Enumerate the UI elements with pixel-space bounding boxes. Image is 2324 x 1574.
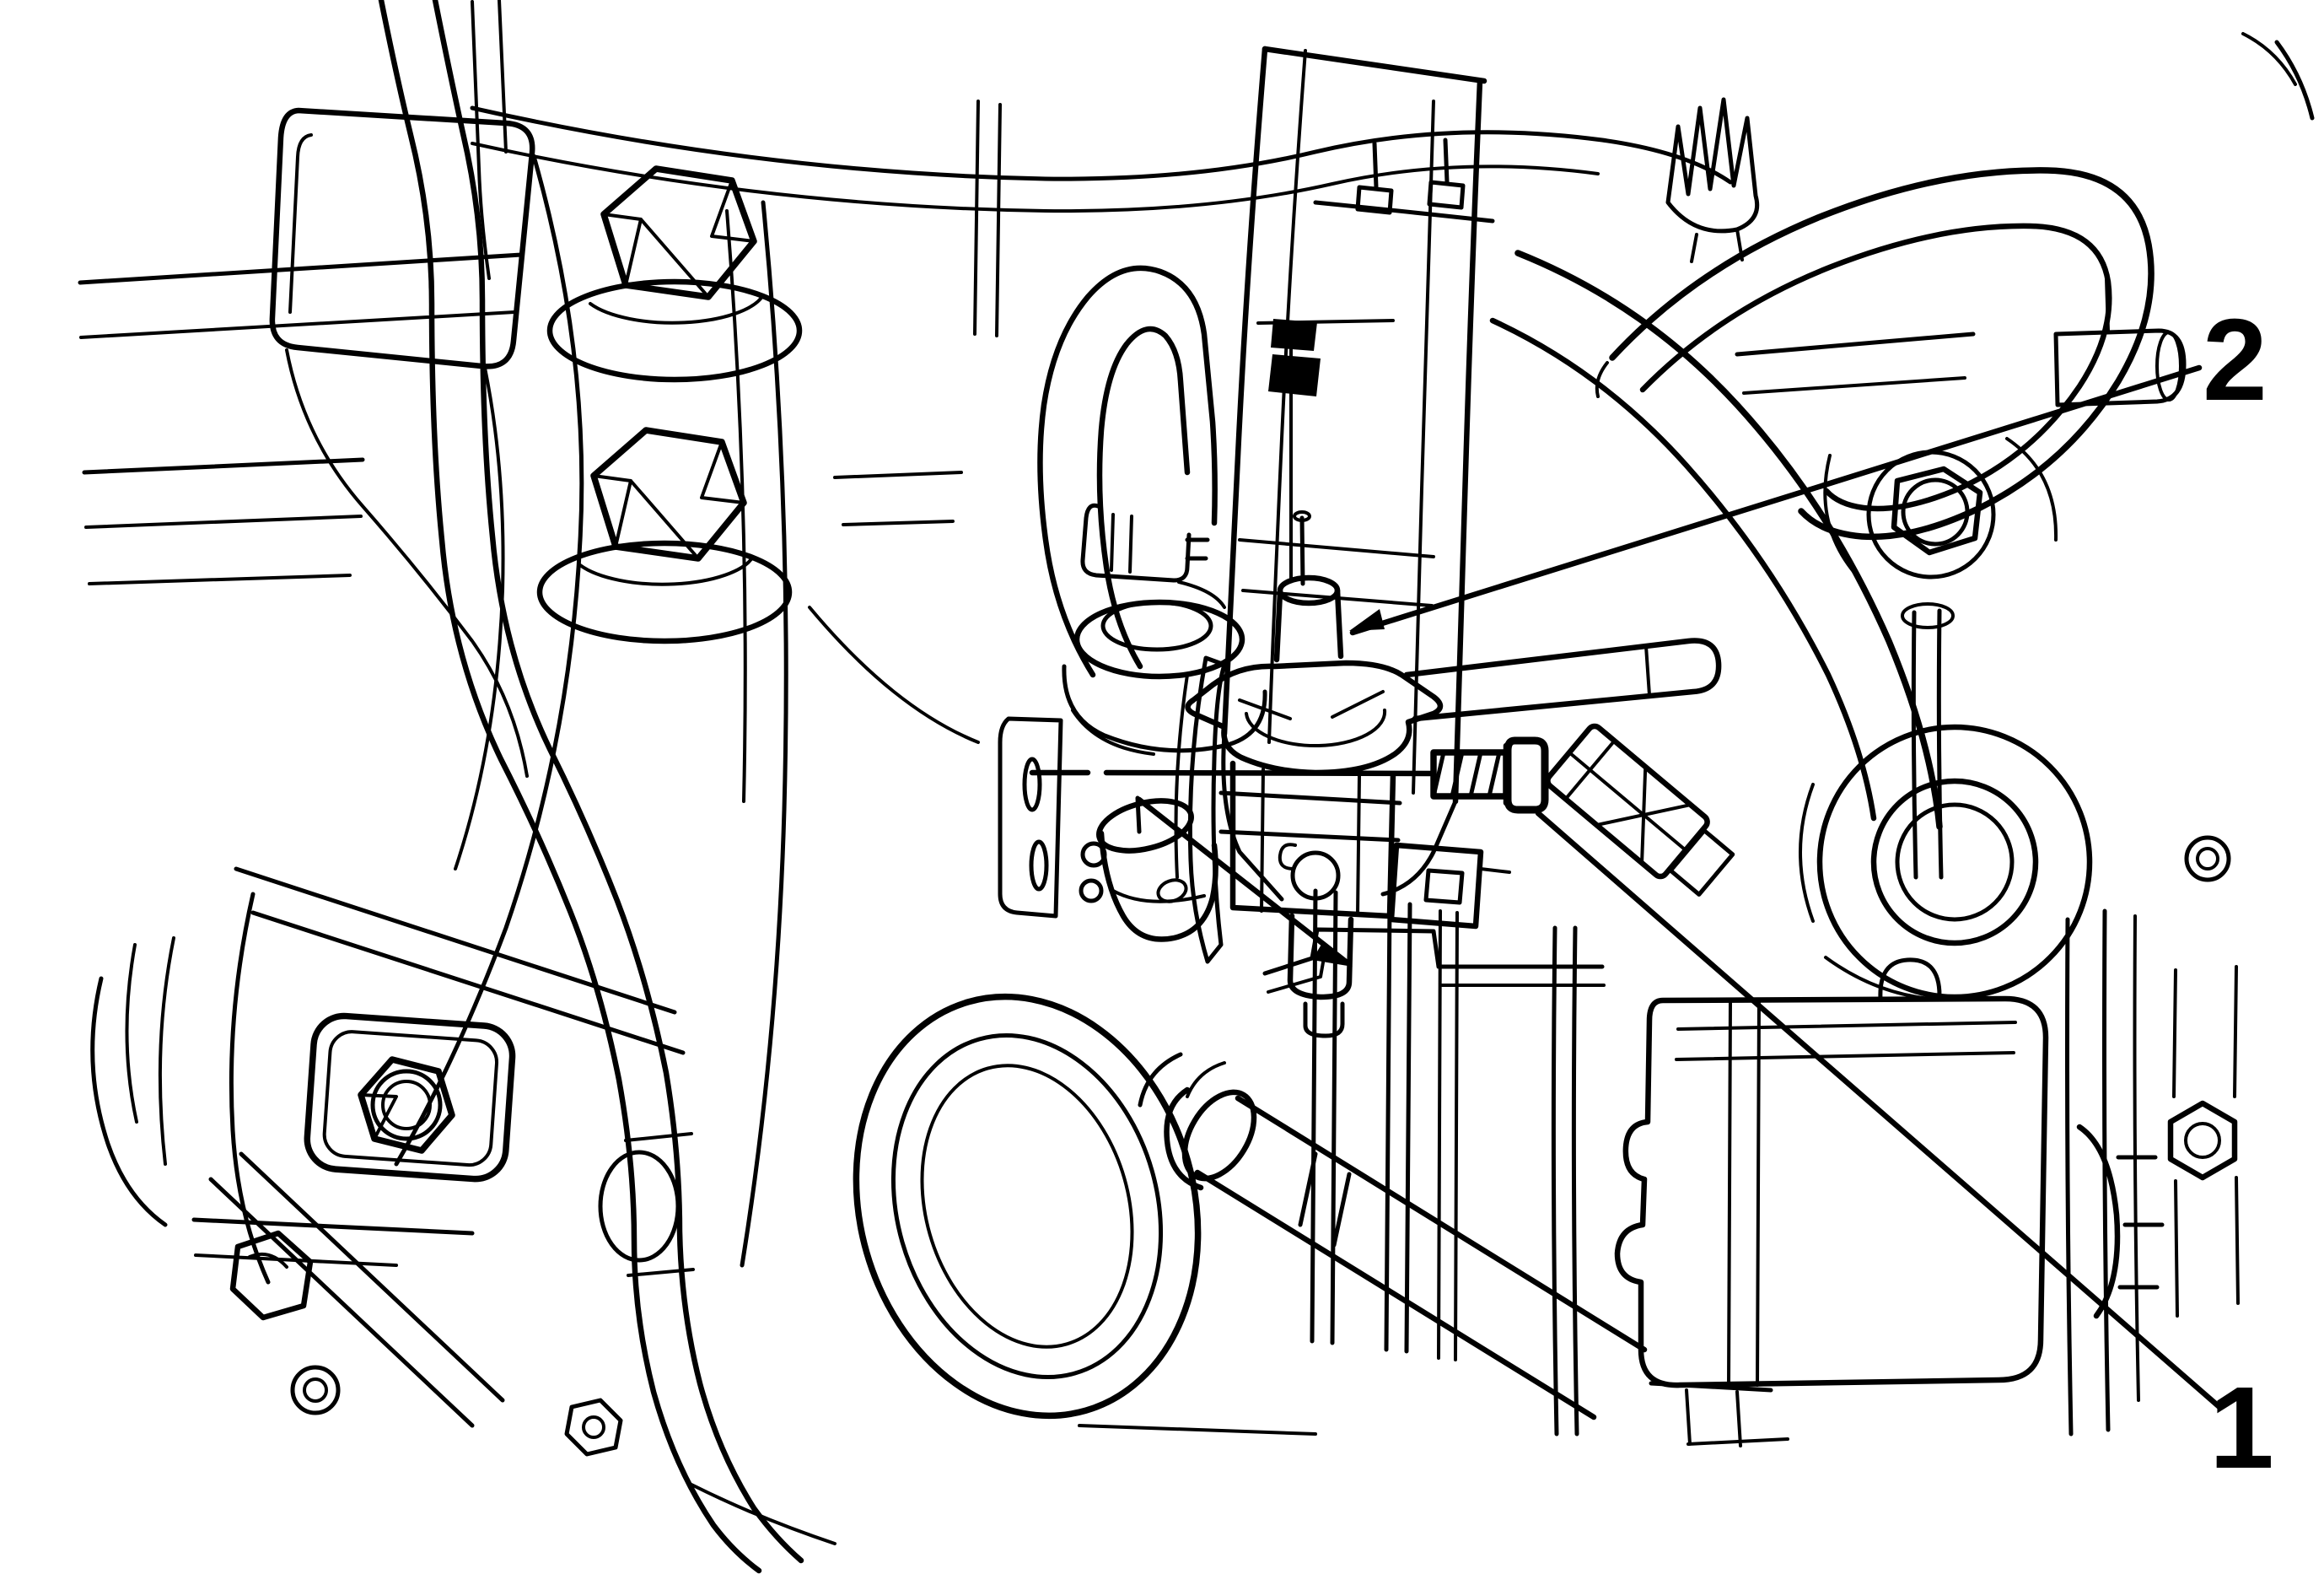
bolt-axis-line: [998, 716, 1435, 919]
hex-bolt-upper-left-2: [536, 427, 793, 644]
callout-1: 1: [1535, 810, 2274, 1493]
engine-cover-panel: [269, 0, 788, 1268]
dipstick-tube: [1901, 602, 1955, 880]
vacuum-sensor: [1079, 795, 1353, 967]
u-hose: [1037, 265, 1267, 756]
loop-hose: [1595, 167, 2155, 541]
valve-body: [1229, 760, 1396, 919]
cowl-edge: [470, 32, 2315, 213]
projection-arrowhead: [1312, 943, 1353, 967]
callout-label-2: 2: [2203, 295, 2268, 425]
radiator-hose: [1489, 250, 1976, 830]
heater-pipe: [378, 0, 837, 1574]
water-outlet-pipe: [1138, 1052, 1648, 1420]
callout-label-1: 1: [2209, 1363, 2274, 1493]
lift-bracket-stub: [2053, 277, 2187, 407]
transmission-housing: [1614, 835, 2240, 1447]
engine-mount: [90, 866, 686, 1457]
stepped-plate: [1262, 927, 1606, 994]
leader-2-arrowhead: [1349, 609, 1385, 631]
crank-boss: [1799, 724, 2093, 1002]
valve-connector: [1388, 842, 1484, 930]
callout-2: 2: [1349, 295, 2268, 636]
valve-outlet-pipe: [1403, 638, 1722, 722]
oil-cap-tuft: [1665, 97, 1760, 263]
left-panel-edges: [78, 252, 524, 585]
center-bracket: [1221, 46, 1495, 902]
ribbed-bracket: [1545, 723, 1735, 897]
firewall-details: [808, 100, 1002, 744]
sensor-projection-line: [1136, 796, 1349, 965]
leader-line-1: [1535, 810, 2223, 1410]
hex-bolt-upper-left-1: [546, 165, 803, 383]
leader-line-2: [1349, 364, 2203, 636]
valve-mounting-bolt: [1430, 736, 1549, 814]
